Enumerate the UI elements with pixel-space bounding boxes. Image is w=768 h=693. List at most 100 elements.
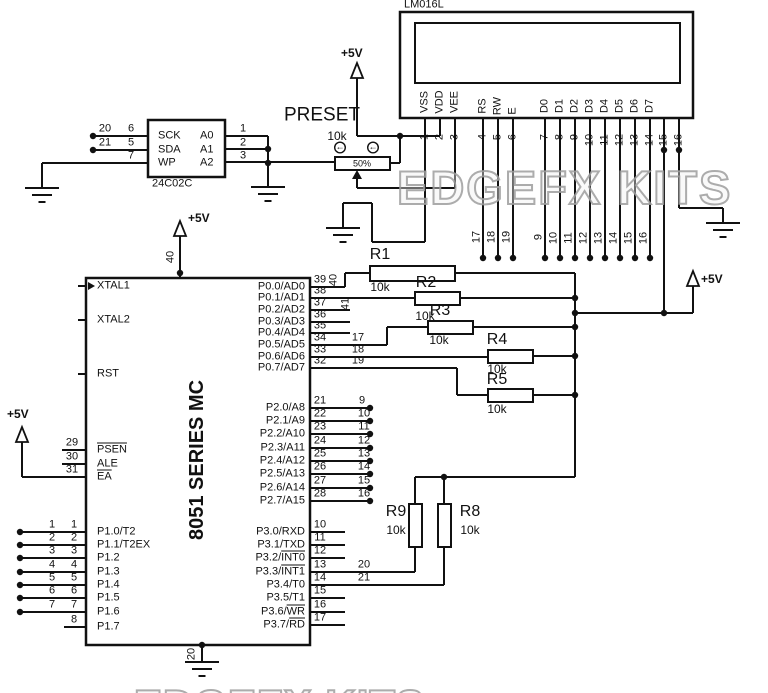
lcd-label-32: 18 xyxy=(485,230,498,244)
lcd-part-label: LM016L xyxy=(404,0,444,11)
mcu-label-37: P3.6/WR xyxy=(260,605,305,618)
pins-label-33: 14 xyxy=(313,571,327,584)
eeprom-part-label: 24C02C xyxy=(152,177,193,190)
pins-label-58: 20 xyxy=(185,647,198,661)
lcd-label-38: 13 xyxy=(592,231,605,245)
mcu-label-36: P3.5/T1 xyxy=(266,591,305,604)
watermark: EDGEFX KITS xyxy=(396,160,733,215)
lcd-label-21: 7 xyxy=(538,133,551,141)
mcu-label-11: P1.4 xyxy=(97,578,120,591)
eeprom-pin-1: 1 xyxy=(239,122,247,135)
lcd-label-25: 11 xyxy=(598,134,611,146)
pins-label-32: 13 xyxy=(313,558,327,571)
pins-label-20: 28 xyxy=(313,487,327,500)
wires xyxy=(20,77,724,662)
lcd-label-31: 17 xyxy=(470,230,483,244)
vcc-label-mcu: +5V xyxy=(188,211,210,225)
mcu-label-17: P0.2/AD2 xyxy=(257,303,305,316)
eeprom-pin-sda: SDA xyxy=(158,143,181,156)
pins-label-34: 15 xyxy=(313,584,327,597)
resistor-r3-body xyxy=(427,320,474,335)
lcd-label-7: D0 xyxy=(538,98,551,114)
lcd-label-6: E xyxy=(506,107,519,115)
lcd-label-12: D5 xyxy=(613,98,626,114)
pins-label-43: 1 xyxy=(70,518,78,531)
pins-label-30: 11 xyxy=(314,531,326,544)
pins-label-8: 17 xyxy=(351,331,365,344)
resistor-r8-body xyxy=(437,503,452,548)
resistor-r4-body xyxy=(487,349,534,364)
vcc-arrow-icon xyxy=(172,218,188,237)
mcu-label-14: P1.7 xyxy=(97,620,120,633)
mcu-label-22: P0.7/AD7 xyxy=(257,361,305,374)
mcu-label-34: P3.3/INT1 xyxy=(255,565,305,578)
pins-label-38: 21 xyxy=(357,571,371,584)
lcd-label-20: 6 xyxy=(506,133,519,141)
pins-label-53: 6 xyxy=(70,584,78,597)
eeprom-pin-wp: WP xyxy=(158,156,176,169)
lcd-label-18: 4 xyxy=(476,133,489,141)
eeprom-pin-7: 7 xyxy=(127,149,135,162)
mcu-label-6: EA xyxy=(97,470,112,483)
resistor-r9-ref: R9 xyxy=(385,503,407,520)
resistor-r5-ref: R5 xyxy=(486,371,508,388)
pins-label-11: 40 xyxy=(327,273,340,287)
pins-label-26: 14 xyxy=(357,460,371,473)
mcu-label-27: P2.4/A12 xyxy=(259,454,305,467)
preset-value: 10k xyxy=(327,129,347,143)
eeprom-pin-a2: A2 xyxy=(200,156,214,169)
mcu-label-20: P0.5/AD5 xyxy=(257,338,305,351)
lcd-label-11: D4 xyxy=(598,98,611,114)
mcu-label-26: P2.3/A11 xyxy=(260,441,305,454)
mcu-label-7: P1.0/T2 xyxy=(97,525,136,538)
mcu-label-8: P1.1/T2EX xyxy=(97,538,151,551)
mcu-body xyxy=(84,276,312,647)
xtal1-marker-icon xyxy=(88,282,95,290)
pins-label-7: 32 xyxy=(313,354,327,367)
pins-label-54: 7 xyxy=(48,598,56,611)
pins-label-3: 36 xyxy=(313,308,327,321)
pins-label-21: 9 xyxy=(358,394,366,407)
resistor-bodies xyxy=(369,265,534,548)
eeprom-net-21: 21 xyxy=(98,136,112,149)
lcd-label-1: VSS xyxy=(418,90,431,114)
pins-label-44: 2 xyxy=(48,531,56,544)
lcd-label-26: 12 xyxy=(613,133,626,147)
pins-label-37: 20 xyxy=(357,558,371,571)
lcd-label-9: D2 xyxy=(568,98,581,114)
pins-label-47: 3 xyxy=(70,544,78,557)
pins-label-36: 17 xyxy=(313,611,327,624)
preset-position: 50% xyxy=(352,158,372,169)
resistor-r1-body xyxy=(369,265,456,282)
pins-label-25: 13 xyxy=(357,447,371,460)
lcd-label-39: 14 xyxy=(607,231,620,245)
pins-label-35: 16 xyxy=(313,598,327,611)
mcu-label-31: P3.0/RXD xyxy=(256,525,305,538)
lcd-label-5: RW xyxy=(491,96,504,116)
preset-label: PRESET xyxy=(283,104,361,126)
resistor-r8-value: 10k xyxy=(460,523,480,537)
lcd-label-15: 1 xyxy=(418,133,431,141)
trimmer-dial-icon xyxy=(367,141,380,154)
pins-label-17: 25 xyxy=(313,447,327,460)
resistor-r2-value: 10k xyxy=(415,309,435,323)
watermark-bottom: EDGEFX KITS xyxy=(133,680,425,693)
resistor-r5-value: 10k xyxy=(487,402,507,416)
pins-label-41: 31 xyxy=(65,463,79,476)
pins-label-4: 35 xyxy=(313,319,327,332)
vcc-label-ea: +5V xyxy=(7,407,29,421)
pins-label-45: 2 xyxy=(70,531,78,544)
resistor-r1-value: 10k xyxy=(370,280,390,294)
pins-label-0: 39 xyxy=(313,273,327,286)
pins-label-18: 26 xyxy=(313,460,327,473)
pins-label-15: 23 xyxy=(313,420,327,433)
wiper-arrow-icon xyxy=(352,170,362,179)
resistor-r3-value: 10k xyxy=(429,333,449,347)
lcd-label-2: VDD xyxy=(433,90,446,114)
pins-label-9: 18 xyxy=(351,343,365,356)
pins-label-57: 40 xyxy=(164,250,177,264)
mcu-label-25: P2.2/A10 xyxy=(259,427,305,440)
